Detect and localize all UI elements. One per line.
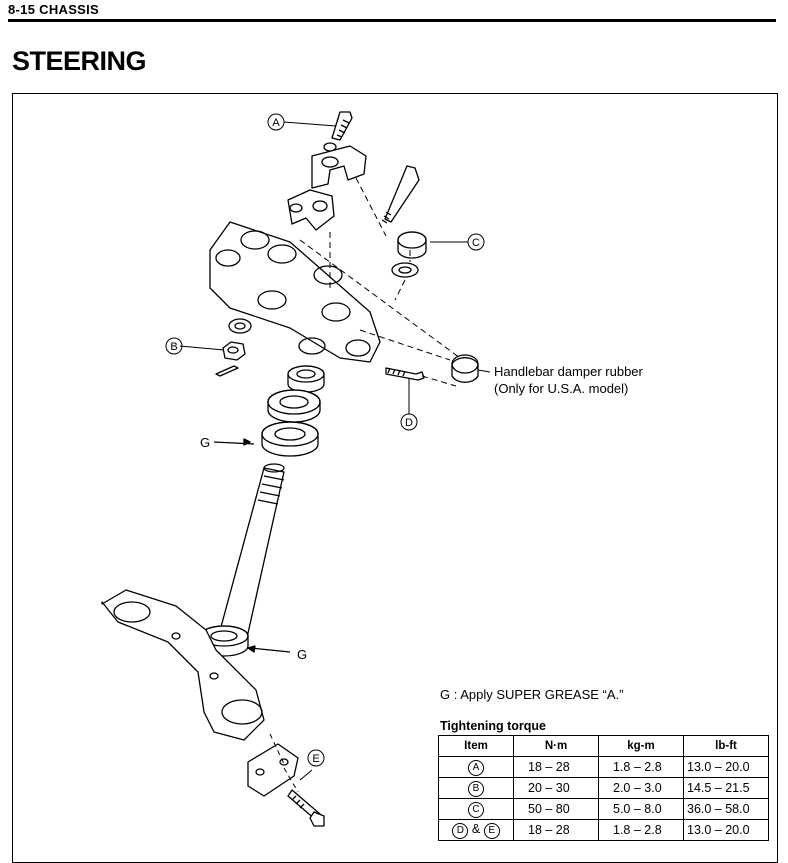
leader-b [179,345,225,351]
callout-circle-a [267,113,285,131]
handlebar-clamp-upper [311,145,367,189]
callout-g-lower: G [297,647,307,662]
col-lbft: lb-ft [683,735,769,757]
grease-note: G : Apply SUPER GREASE “A.” [440,687,624,702]
section-header: 8-15 CHASSIS [8,2,100,17]
kgm-value: 1.8 – 2.8 [598,756,684,778]
lbft-value: 36.0 – 58.0 [683,798,769,820]
callout-e: E [312,753,319,765]
bearing-race-upper [267,389,321,423]
bolt-a [323,111,353,152]
nm-value: 18 – 28 [513,819,599,841]
damper-note-line2: (Only for U.S.A. model) [494,381,629,396]
callout-a: A [272,117,280,129]
steering-stem-nut [287,365,325,393]
callout-g-upper: G [200,435,210,450]
washer-b [228,318,252,334]
header-rule [8,19,776,22]
torque-table-title: Tightening torque [440,719,547,733]
nut-b [222,341,246,361]
lbft-value: 13.0 – 20.0 [683,756,769,778]
callout-circle-d [400,413,418,431]
upper-bracket [209,221,381,363]
table-row: D & E 18 – 28 1.8 – 2.8 13.0 – 20.0 [438,819,769,841]
torque-table: Item N·m kg-m lb-ft A 18 – 28 1.8 – 2.8 … [438,735,769,841]
bolt-e [287,789,325,827]
leader-e [299,769,313,781]
item-label: E [483,822,500,839]
item-label: A [468,759,484,776]
bolt-d [385,367,425,381]
handlebar-holder [287,189,335,231]
kgm-value: 5.0 – 8.0 [598,798,684,820]
callout-d: D [405,417,413,429]
item-label: B [468,780,484,797]
cotter-pin [215,365,239,377]
callout-c: C [472,237,480,249]
lower-bracket [101,589,265,741]
lbft-value: 13.0 – 20.0 [683,819,769,841]
callout-circle-e [307,749,325,767]
leader-a [283,121,337,127]
torque-header-row: Item N·m kg-m lb-ft [438,735,769,757]
bearing-upper [261,421,319,457]
nm-value: 20 – 30 [513,777,599,799]
callout-circle-c [467,233,485,251]
steering-stem [217,463,285,643]
kgm-value: 2.0 – 3.0 [598,777,684,799]
clamp-e [247,743,299,797]
kgm-value: 1.8 – 2.8 [598,819,684,841]
damper-note-line1: Handlebar damper rubber [494,364,643,379]
leader-g2 [249,647,291,653]
item-label: D [452,822,469,839]
page-title: STEERING [12,46,147,76]
damper-rubber [451,354,479,383]
stem-nut-c [397,231,427,259]
nm-value: 50 – 80 [513,798,599,820]
callout-b: B [170,341,177,353]
table-row: B 20 – 30 2.0 – 3.0 14.5 – 21.5 [438,777,769,799]
leader-damper [477,369,491,373]
nm-value: 18 – 28 [513,756,599,778]
table-row: A 18 – 28 1.8 – 2.8 13.0 – 20.0 [438,756,769,778]
item-join: & [471,821,481,836]
col-kgm: kg-m [598,735,684,757]
col-nm: N·m [513,735,599,757]
lbft-value: 14.5 – 21.5 [683,777,769,799]
washer-c [391,262,419,278]
long-bolt [381,165,420,224]
callout-circle-b [165,337,183,355]
table-row: C 50 – 80 5.0 – 8.0 36.0 – 58.0 [438,798,769,820]
col-item: Item [438,735,514,757]
item-label: C [468,801,484,818]
